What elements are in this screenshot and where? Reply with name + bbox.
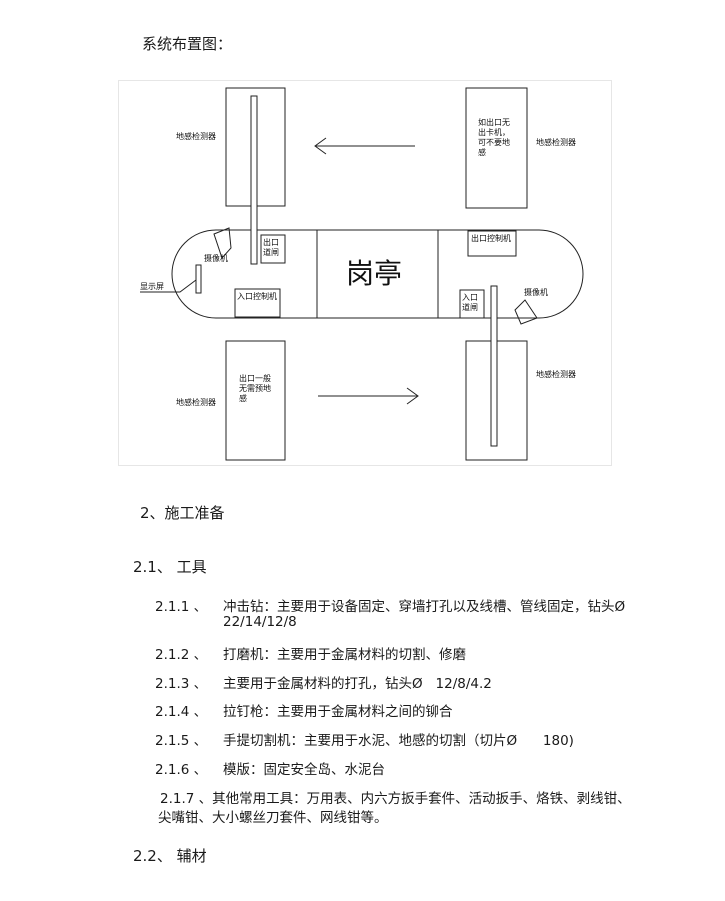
tool-item-num: 2.1.6 、 — [155, 762, 208, 778]
arrow-exit-head — [314, 137, 327, 155]
sensor-box-bottom-left — [225, 340, 286, 461]
tool-item-3: 2.1.3 、主要用于金属材料的打孔，钻头Ø 12/8/4.2 — [155, 672, 492, 692]
entry-gate-box — [459, 289, 485, 319]
label-lane-top-right-note: 如出口无出卡机，可不要地感 — [478, 118, 510, 157]
sensor-box-top-right — [465, 87, 528, 209]
camera-right-shape — [514, 299, 538, 325]
tool-item-text: 手提切割机：主要用于水泥、地感的切割（切片 — [223, 733, 507, 749]
label-sensor-bottom-right: 地感检测器 — [536, 370, 576, 379]
exit-controller-box — [467, 230, 517, 257]
arrow-entry-head — [406, 387, 419, 405]
tool-item-text: 模版：固定安全岛、水泥台 — [223, 762, 385, 778]
tool-item-spec: 180) — [542, 733, 574, 749]
label-sensor-top-left: 地感检测器 — [176, 132, 216, 141]
diagram-caption: 系统布置图： — [142, 35, 233, 53]
section-2-title: 2、施工准备 — [140, 504, 225, 522]
label-sensor-bottom-left: 地感检测器 — [176, 398, 216, 407]
camera-left-shape — [213, 227, 232, 259]
tool-item-num: 2.1.1 、 — [155, 599, 208, 615]
barrier-arm-entry — [490, 285, 498, 447]
label-camera-left: 摄像机 — [204, 254, 228, 263]
label-booth: 岗亭 — [346, 257, 403, 290]
tool-item-6: 2.1.6 、模版：固定安全岛、水泥台 — [155, 758, 385, 778]
diameter-symbol: Ø — [614, 599, 626, 615]
tool-item-text: 打磨机：主要用于金属材料的切割、修磨 — [223, 647, 466, 663]
label-display: 显示屏 — [140, 282, 164, 291]
tool-item-text: 冲击钻：主要用于设备固定、穿墙打孔以及线槽、管线固定，钻头 — [223, 599, 615, 615]
label-camera-right: 摄像机 — [524, 288, 548, 297]
diagram-frame — [118, 80, 612, 466]
label-exit-gate: 出口道闸 — [263, 238, 279, 257]
barrier-arm-exit — [250, 95, 258, 265]
display-leader — [140, 279, 197, 293]
tool-item-1-cont: 22/14/12/8 — [223, 614, 297, 630]
tool-item-5: 2.1.5 、手提切割机：主要用于水泥、地感的切割（切片Ø 180) — [155, 729, 574, 749]
layout-drawing — [118, 80, 612, 466]
tool-item-4: 2.1.4 、拉钉枪：主要用于金属材料之间的铆合 — [155, 700, 453, 720]
label-entry-controller: 入口控制机 — [237, 292, 277, 301]
display-shape — [195, 264, 202, 294]
tool-item-num: 2.1.4 、 — [155, 704, 208, 720]
label-lane-bottom-left-note: 出口一般无需预地感 — [239, 374, 271, 403]
tool-item-7-line-2: 尖嘴钳、大小螺丝刀套件、网线钳等。 — [158, 810, 388, 826]
entry-controller-box — [234, 288, 281, 318]
system-layout-diagram: 地感检测器 地感检测器 地感检测器 地感检测器 如出口无出卡机，可不要地感 出口… — [118, 80, 612, 466]
tool-item-text: 拉钉枪：主要用于金属材料之间的铆合 — [223, 704, 453, 720]
diameter-symbol: Ø — [506, 733, 518, 749]
tool-item-1: 2.1.1 、冲击钻：主要用于设备固定、穿墙打孔以及线槽、管线固定，钻头Ø — [155, 595, 625, 615]
tool-item-7-line-1: 2.1.7 、其他常用工具：万用表、内六方扳手套件、活动扳手、烙铁、剥线钳、 — [160, 791, 631, 807]
section-2-1-title: 2.1、 工具 — [133, 558, 207, 576]
tool-item-num: 2.1.3 、 — [155, 676, 208, 692]
tool-item-num: 2.1.2 、 — [155, 647, 208, 663]
exit-gate-box — [260, 234, 286, 264]
section-2-2-title: 2.2、 辅材 — [133, 847, 207, 865]
label-exit-controller: 出口控制机 — [471, 234, 511, 243]
tool-item-text: 主要用于金属材料的打孔，钻头 — [223, 676, 412, 692]
diameter-symbol: Ø — [412, 676, 423, 692]
tool-item-num: 2.1.5 、 — [155, 733, 208, 749]
tool-item-2: 2.1.2 、打磨机：主要用于金属材料的切割、修磨 — [155, 643, 466, 663]
label-sensor-top-right: 地感检测器 — [536, 138, 576, 147]
safety-island — [171, 229, 584, 319]
label-entry-gate: 入口道闸 — [462, 293, 478, 312]
tool-item-spec: 12/8/4.2 — [435, 676, 492, 692]
